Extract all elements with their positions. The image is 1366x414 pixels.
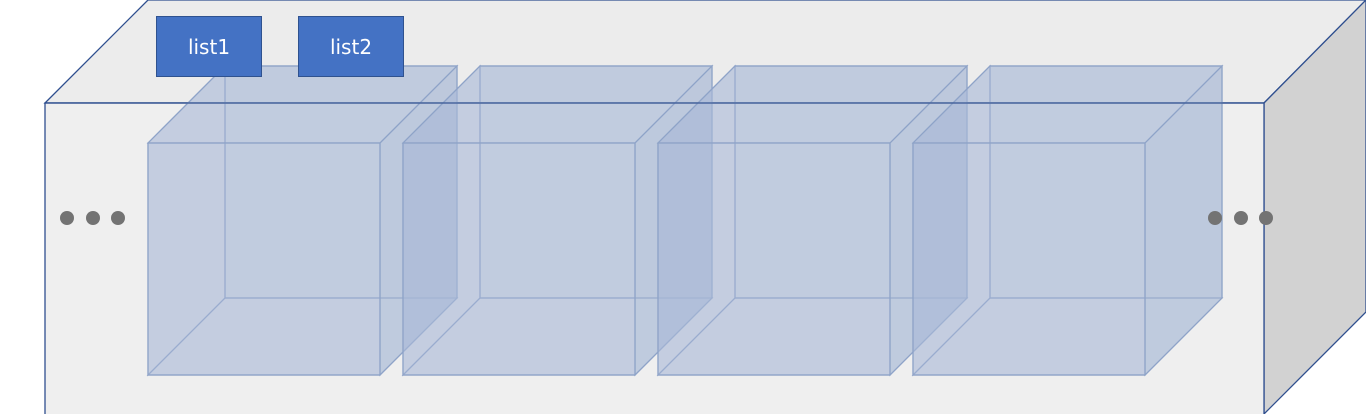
cube-3	[656, 64, 969, 377]
cube-front-face	[912, 142, 1146, 376]
cube-group	[146, 64, 1224, 377]
cube-front-face	[147, 142, 381, 376]
cube-4	[911, 64, 1224, 377]
cube-front-face	[402, 142, 636, 376]
right-ellipsis-icon	[1208, 211, 1273, 225]
list2-label: list2	[298, 16, 404, 77]
list1-label: list1	[156, 16, 262, 77]
left-ellipsis-icon	[60, 211, 125, 225]
cube-2	[401, 64, 714, 377]
cube-front-face	[657, 142, 891, 376]
